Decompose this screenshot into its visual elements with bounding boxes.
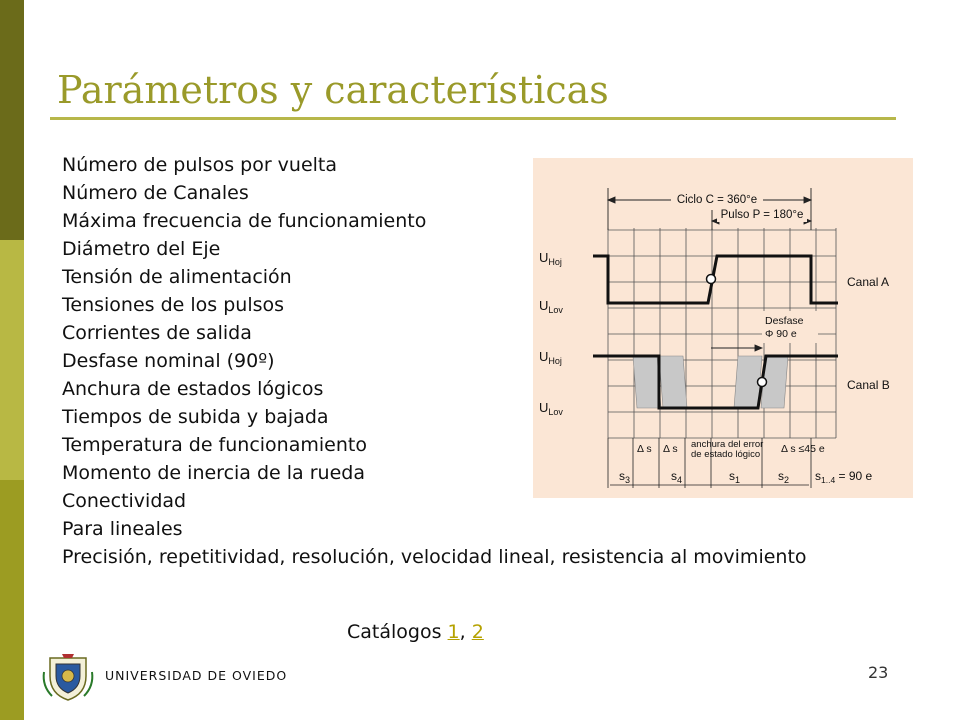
- list-item: Diámetro del Eje: [62, 238, 221, 260]
- phase-marker: [711, 344, 764, 352]
- pulse-label: Pulso P = 180°e: [721, 209, 804, 221]
- u-lov-b-label: ULov: [539, 400, 563, 417]
- u-hoj-a-label: UHoj: [539, 250, 562, 267]
- list-item: Máxima frecuencia de funcionamiento: [62, 210, 427, 232]
- s3-label: s3: [619, 469, 630, 485]
- list-item: Momento de inercia de la rueda: [62, 462, 365, 484]
- channel-b-waveform: [593, 354, 838, 410]
- list-item: Conectividad: [62, 490, 187, 512]
- slide-title: Parámetros y características: [57, 68, 609, 112]
- delta-s-label-2: Δ s: [663, 443, 678, 455]
- university-name: UNIVERSIDAD DE OVIEDO: [105, 668, 288, 683]
- s2-label: s2: [778, 469, 789, 485]
- list-item: Número de pulsos por vuelta: [62, 154, 338, 176]
- list-item: Temperatura de funcionamiento: [62, 434, 367, 456]
- list-item: Desfase nominal (90º): [62, 350, 275, 372]
- delta-s-label-1: Δ s: [637, 443, 652, 455]
- list-item: Corrientes de salida: [62, 322, 252, 344]
- cycle-label: Ciclo C = 360°e: [677, 194, 757, 206]
- list-item: Para lineales: [62, 518, 183, 540]
- university-crest-icon: [40, 652, 96, 702]
- anchura-label-1: anchura del error: [691, 439, 763, 450]
- list-item: Anchura de estados lógicos: [62, 378, 324, 400]
- encoder-signal-diagram: Ciclo C = 360°e Pulso P = 180°e UHoj ULo…: [533, 158, 913, 498]
- delta-markers: [607, 438, 812, 488]
- anchura-label-2: de estado lógico: [691, 449, 760, 460]
- s14-label: s1..4 = 90 e: [815, 469, 873, 485]
- channel-a-midpoint: [705, 273, 717, 285]
- list-item: Tiempos de subida y bajada: [62, 406, 329, 428]
- u-lov-a-label: ULov: [539, 298, 563, 315]
- catalogs-label: Catálogos: [347, 621, 442, 643]
- s4-label: s4: [671, 469, 682, 485]
- u-hoj-b-label: UHoj: [539, 349, 562, 366]
- delta-max-label: Δ s ≤45 e: [781, 443, 825, 455]
- title-underline: [50, 117, 896, 120]
- phase-label: Φ 90 e: [765, 328, 797, 340]
- sidebar-segment-middle: [0, 240, 24, 480]
- catalogs-separator: ,: [459, 621, 466, 643]
- list-item: Número de Canales: [62, 182, 249, 204]
- sidebar-segment-top: [0, 0, 24, 240]
- channel-b-midpoint: [756, 376, 768, 388]
- page-number: 23: [868, 663, 889, 682]
- canal-a-label: Canal A: [847, 275, 889, 289]
- list-item: Precisión, repetitividad, resolución, ve…: [62, 546, 807, 568]
- catalogs-line: Catálogos 1, 2: [347, 621, 484, 643]
- encoder-signal-svg: Ciclo C = 360°e Pulso P = 180°e UHoj ULo…: [539, 188, 890, 488]
- desfase-label: Desfase: [765, 315, 804, 327]
- canal-b-label: Canal B: [847, 378, 890, 392]
- sidebar-segment-bottom: [0, 480, 24, 720]
- tolerance-bands: [632, 355, 789, 409]
- parameter-list: Número de pulsos por vuelta Número de Ca…: [62, 151, 882, 571]
- catalog-link-2[interactable]: 2: [471, 621, 484, 643]
- cycle-label-bg: [671, 191, 763, 207]
- s1-label: s1: [729, 469, 740, 485]
- pulse-label-bg: [717, 208, 807, 222]
- list-item: Tensión de alimentación: [62, 266, 292, 288]
- list-item: Tensiones de los pulsos: [62, 294, 285, 316]
- catalog-link-1[interactable]: 1: [447, 621, 460, 643]
- desfase-label-bg: [762, 311, 818, 343]
- sidebar-accent: [0, 0, 24, 720]
